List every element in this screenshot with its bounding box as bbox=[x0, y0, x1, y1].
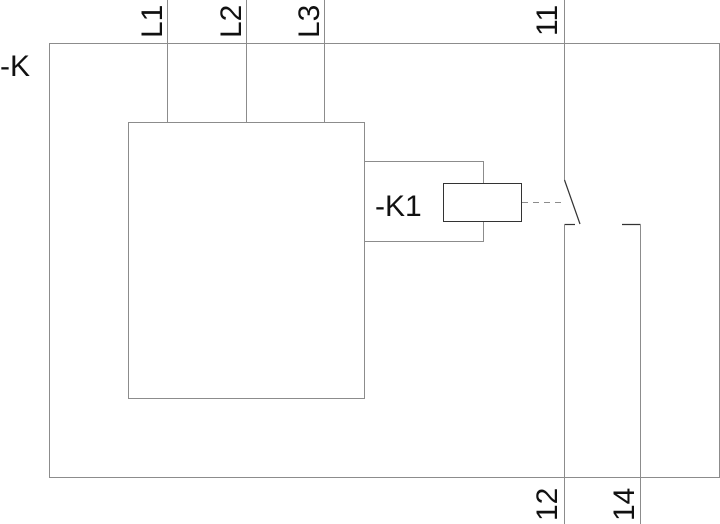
device-enclosure bbox=[49, 43, 720, 478]
wire-coil-top bbox=[364, 161, 484, 184]
coil-symbol bbox=[442, 182, 523, 223]
wire-coil-bottom bbox=[364, 221, 484, 242]
terminal-label-l1: L1 bbox=[136, 5, 169, 38]
device-label: -K bbox=[0, 50, 30, 83]
terminal-label-14: 14 bbox=[608, 488, 641, 521]
terminal-label-11: 11 bbox=[531, 5, 564, 36]
terminal-label-l2: L2 bbox=[215, 5, 248, 38]
contact-blade bbox=[563, 179, 581, 225]
terminal-label-12: 12 bbox=[531, 488, 564, 521]
module-block bbox=[128, 122, 365, 399]
coil-label: -K1 bbox=[375, 190, 422, 223]
terminal-label-l3: L3 bbox=[293, 5, 326, 38]
